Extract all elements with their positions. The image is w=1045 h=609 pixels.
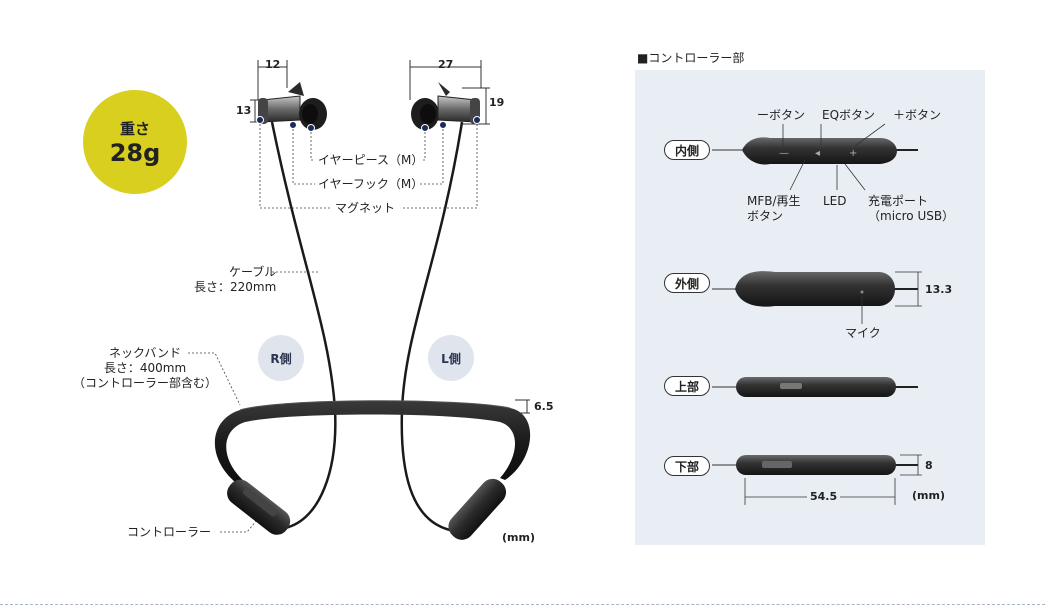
label-plus-button: ＋ボタン <box>893 108 942 122</box>
mfb-line2: ボタン <box>747 209 784 223</box>
dim-left-width: 12 <box>265 58 281 71</box>
bottom-thickness: 8 <box>925 459 933 472</box>
controller-label: コントローラー <box>127 525 212 539</box>
weight-label: 重さ <box>119 119 150 138</box>
port-line1: 充電ポート <box>868 194 929 208</box>
side-badge-right: R側 <box>258 335 304 381</box>
svg-text:+: + <box>849 148 857 159</box>
weight-value: 28g <box>109 138 161 167</box>
unit-label-right: (mm) <box>912 489 945 502</box>
label-charge-port: 充電ポート （micro USB） <box>868 194 954 224</box>
weight-badge: 重さ 28g <box>83 90 187 194</box>
label-mic: マイク <box>845 326 881 340</box>
tag-inner: 内側 <box>664 140 710 160</box>
side-badge-left: L側 <box>428 335 474 381</box>
bottom-divider <box>0 604 1045 605</box>
label-magnet: マグネット <box>335 201 396 215</box>
callout-dots <box>256 116 481 132</box>
right-earbud <box>258 82 327 130</box>
neckband-label: ネックバンド 長さ：400mm （コントローラー部含む） <box>70 346 220 391</box>
neckband-line2: 長さ：400mm <box>103 361 187 375</box>
svg-text:—: — <box>779 148 789 159</box>
inner-view: — ◂ + <box>712 123 918 191</box>
port-line2: （micro USB） <box>868 209 955 223</box>
earbud-dimension-lines <box>250 60 490 125</box>
label-earhook: イヤーフック（M） <box>318 177 424 191</box>
neckband-thickness: 6.5 <box>534 400 554 413</box>
outer-height: 13.3 <box>925 283 953 296</box>
controller-right <box>227 479 291 535</box>
label-minus-button: ーボタン <box>757 108 806 122</box>
earbud-callouts <box>188 120 478 533</box>
bottom-view <box>712 454 922 505</box>
unit-label-left: (mm) <box>502 531 535 544</box>
mfb-line1: MFB/再生 <box>747 194 801 208</box>
cable-line2: 長さ：220mm <box>194 280 277 294</box>
cable-label: ケーブル 長さ：220mm <box>194 265 277 295</box>
outer-view <box>712 271 922 324</box>
controller-left <box>448 478 507 540</box>
label-eq-button: EQボタン <box>822 108 876 122</box>
neckband-line1: ネックバンド <box>108 346 181 360</box>
dim-left-height: 13 <box>236 104 252 117</box>
neckband-line3: （コントローラー部含む） <box>72 376 217 390</box>
controller-section-title: ■コントローラー部 <box>637 51 745 65</box>
neckband-thickness-line <box>515 399 530 414</box>
label-led: LED <box>823 194 847 208</box>
dim-right-height: 19 <box>489 96 505 109</box>
cable-line1: ケーブル <box>229 265 277 279</box>
label-earpiece: イヤーピース（M） <box>318 153 424 167</box>
neckband <box>214 400 531 486</box>
bottom-length: 54.5 <box>807 490 841 503</box>
tag-top: 上部 <box>664 376 710 396</box>
dim-right-width: 27 <box>438 58 454 71</box>
tag-bottom: 下部 <box>664 456 710 476</box>
tag-outer: 外側 <box>664 273 710 293</box>
label-mfb: MFB/再生 ボタン <box>747 194 801 224</box>
svg-text:◂: ◂ <box>815 148 820 159</box>
top-view <box>712 377 918 397</box>
